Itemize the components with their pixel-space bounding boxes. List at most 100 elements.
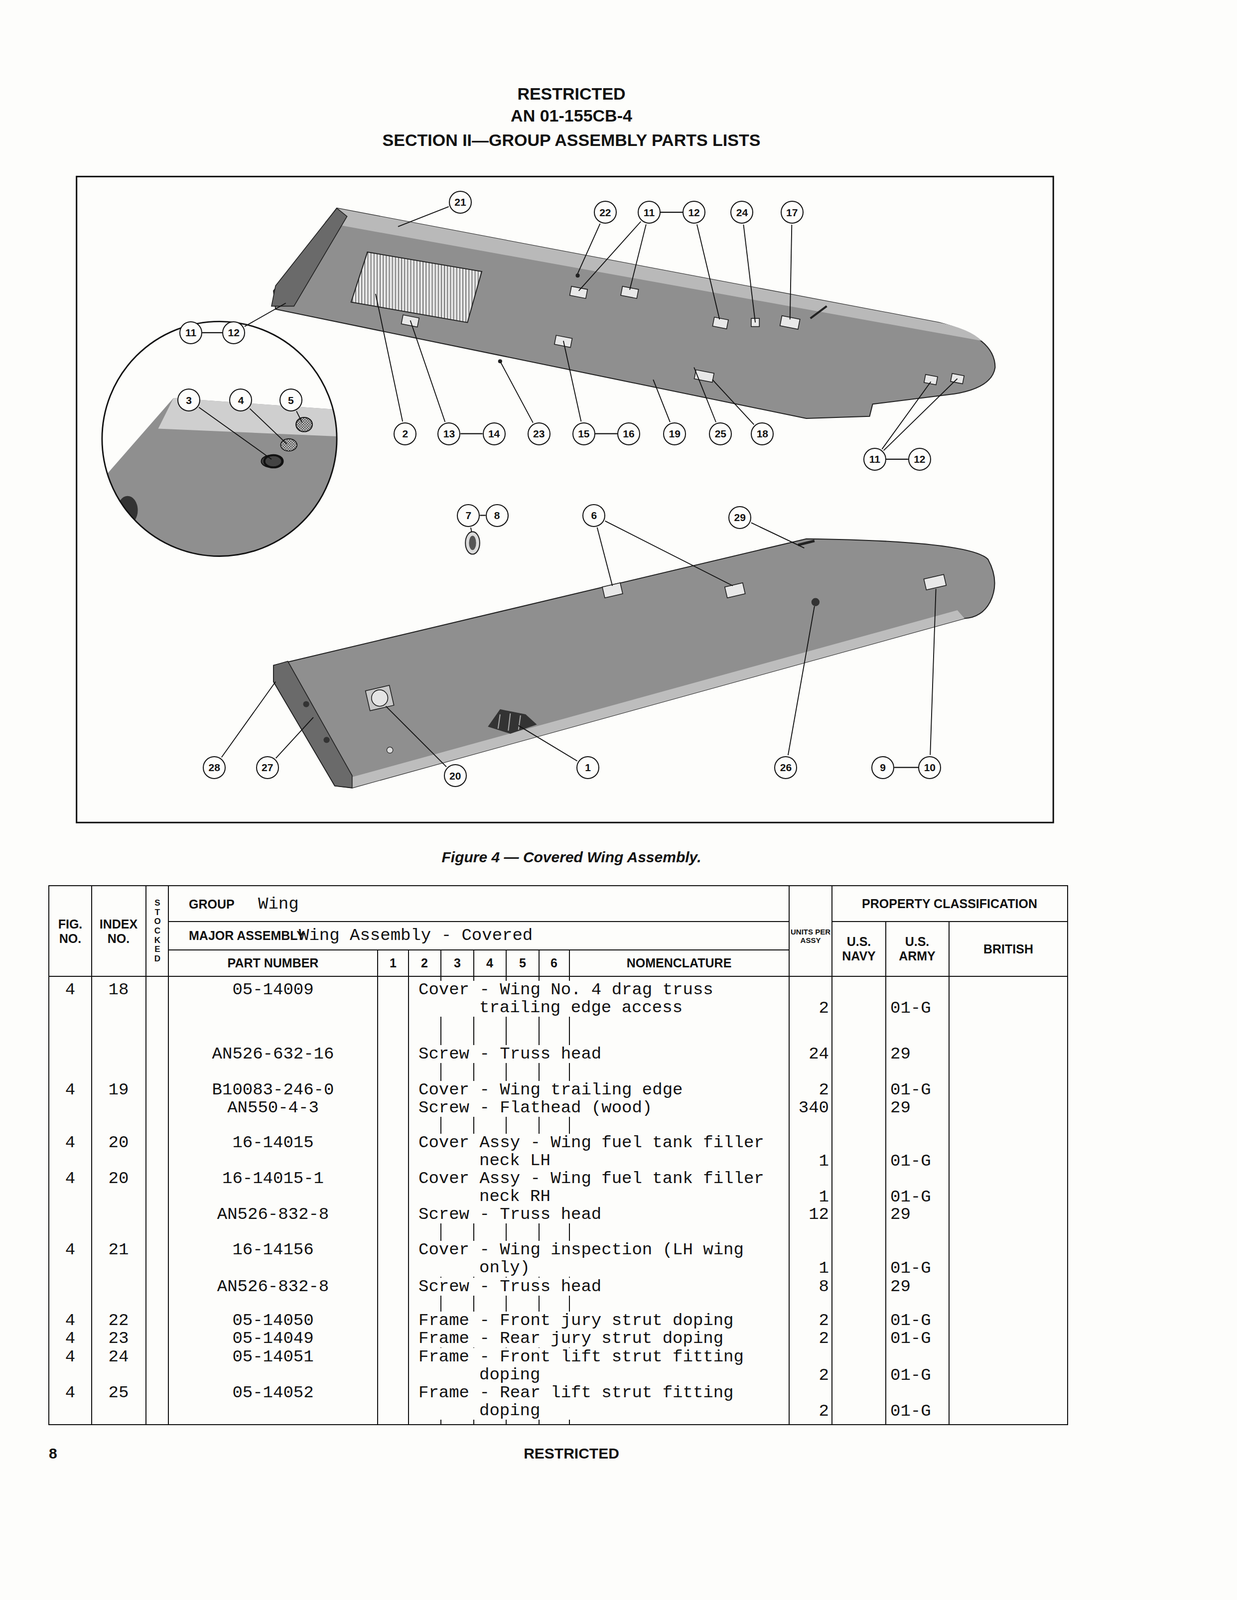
table-cell: 4 bbox=[65, 1169, 76, 1189]
callout-circle: 2 bbox=[393, 422, 417, 446]
table-cell: 01-G bbox=[890, 1258, 932, 1278]
callout-number: 16 bbox=[622, 428, 635, 439]
inspection-oval bbox=[465, 531, 480, 554]
wing-root-face bbox=[273, 661, 353, 789]
callout-circle: 17 bbox=[780, 200, 804, 224]
callout-number: 5 bbox=[287, 395, 294, 406]
callout-link bbox=[886, 458, 909, 460]
table-cell: 2 bbox=[819, 1329, 829, 1349]
access-panel bbox=[712, 317, 729, 330]
callout-number: 23 bbox=[533, 428, 545, 439]
callout-circle: 25 bbox=[708, 422, 732, 446]
table-cell: 01-G bbox=[890, 1401, 932, 1421]
callout-circle: 11 bbox=[863, 447, 887, 471]
leader-line bbox=[375, 293, 403, 422]
filler-base bbox=[365, 685, 395, 711]
table-cell: 4 bbox=[65, 1080, 76, 1100]
leader-line bbox=[693, 367, 716, 423]
callout-number: 11 bbox=[869, 453, 881, 465]
callout-circle: 15 bbox=[572, 422, 596, 446]
table-cell: 1 bbox=[819, 1187, 829, 1207]
callout-link bbox=[202, 332, 223, 334]
callout-number: 17 bbox=[786, 207, 798, 218]
nomenclature-cell: Cover - Wing inspection (LH wing only) bbox=[418, 1240, 789, 1277]
leader-line bbox=[578, 221, 642, 291]
callout-circle: 19 bbox=[663, 422, 687, 446]
access-panel bbox=[620, 286, 639, 299]
table-cell: 4 bbox=[65, 980, 76, 1000]
callout-circle: 5 bbox=[279, 388, 303, 412]
nomenclature-cell: Cover - Wing trailing edge bbox=[418, 1081, 684, 1100]
cutaway-opening bbox=[487, 709, 537, 734]
table-cell: 25 bbox=[108, 1383, 130, 1403]
figure bbox=[76, 176, 1054, 823]
callout-number: 11 bbox=[185, 327, 197, 338]
table-cell: 21 bbox=[108, 1240, 130, 1260]
table-cell: 12 bbox=[808, 1205, 829, 1225]
table-cell: B10083-246-0 bbox=[212, 1080, 335, 1100]
column-heading: U.S. ARMY bbox=[887, 934, 948, 964]
table-cell: AN526-832-8 bbox=[217, 1277, 329, 1297]
table-cell: 29 bbox=[890, 1277, 911, 1297]
nomenclature-cell: Screw - Flathead (wood) bbox=[418, 1099, 653, 1117]
callout-number: 4 bbox=[238, 395, 245, 406]
fitting bbox=[575, 273, 580, 278]
callout-number: 24 bbox=[736, 207, 748, 218]
table-cell: 05-14049 bbox=[232, 1329, 314, 1349]
column-heading: 1 bbox=[389, 956, 397, 971]
callout-circle: 12 bbox=[682, 200, 706, 224]
page-footer: 8 bbox=[48, 1445, 58, 1463]
table-cell: 16-14156 bbox=[232, 1240, 314, 1260]
table-cell: 05-14051 bbox=[232, 1347, 314, 1367]
table-cell: 24 bbox=[808, 1044, 829, 1064]
callout-link bbox=[660, 211, 683, 213]
access-panel bbox=[724, 582, 746, 598]
callout-number: 12 bbox=[913, 453, 926, 465]
column-heading: NOMENCLATURE bbox=[626, 956, 732, 971]
leader-line bbox=[577, 223, 601, 274]
page-header: SECTION II—GROUP ASSEMBLY PARTS LISTS bbox=[382, 130, 761, 150]
leader-line bbox=[788, 606, 815, 756]
leader-line bbox=[198, 407, 272, 460]
figure-caption: Figure 4 — Covered Wing Assembly. bbox=[441, 848, 702, 866]
table-cell: 05-14052 bbox=[232, 1383, 314, 1403]
leader-line bbox=[221, 682, 276, 758]
figure-frame bbox=[76, 176, 1054, 823]
callout-number: 1 bbox=[584, 762, 591, 773]
page-footer: RESTRICTED bbox=[523, 1445, 620, 1463]
column-heading: STOCKED bbox=[153, 898, 162, 964]
callout-circle: 21 bbox=[448, 190, 472, 214]
leader-line bbox=[250, 408, 287, 444]
column-heading: 4 bbox=[486, 956, 494, 971]
leader-line bbox=[296, 411, 302, 423]
table-cell: 01-G bbox=[890, 1187, 932, 1207]
nomenclature-cell: Cover - Wing No. 4 drag truss trailing e… bbox=[418, 980, 789, 1017]
callout-number: 29 bbox=[734, 512, 746, 523]
callout-link bbox=[479, 514, 486, 516]
callout-number: 25 bbox=[714, 428, 727, 439]
callout-circle: 20 bbox=[443, 764, 467, 788]
page-header: AN 01-155CB-4 bbox=[510, 106, 633, 126]
leader-line bbox=[597, 527, 613, 586]
callout-number: 2 bbox=[402, 428, 409, 439]
root-hole bbox=[302, 700, 309, 707]
callout-number: 27 bbox=[261, 762, 274, 773]
leader-line bbox=[385, 706, 447, 768]
table-cell: 2 bbox=[819, 1311, 829, 1331]
callout-number: 20 bbox=[449, 770, 461, 782]
table-cell: 29 bbox=[890, 1098, 911, 1118]
column-heading: BRITISH bbox=[983, 942, 1034, 957]
table-cell: 01-G bbox=[890, 1311, 932, 1331]
callout-number: 12 bbox=[687, 207, 700, 218]
table-cell: 20 bbox=[108, 1133, 130, 1153]
column-heading: UNITS PER ASSY bbox=[790, 927, 831, 945]
callout-number: 9 bbox=[879, 762, 886, 773]
column-heading: U.S. NAVY bbox=[832, 934, 885, 964]
leader-line bbox=[398, 206, 449, 227]
table-cell: 20 bbox=[108, 1169, 130, 1189]
table-cell: 340 bbox=[798, 1098, 829, 1118]
pitot-tube bbox=[810, 306, 827, 319]
patch-disc bbox=[295, 417, 313, 432]
table-cell: 4 bbox=[65, 1329, 76, 1349]
fitting bbox=[811, 598, 820, 607]
